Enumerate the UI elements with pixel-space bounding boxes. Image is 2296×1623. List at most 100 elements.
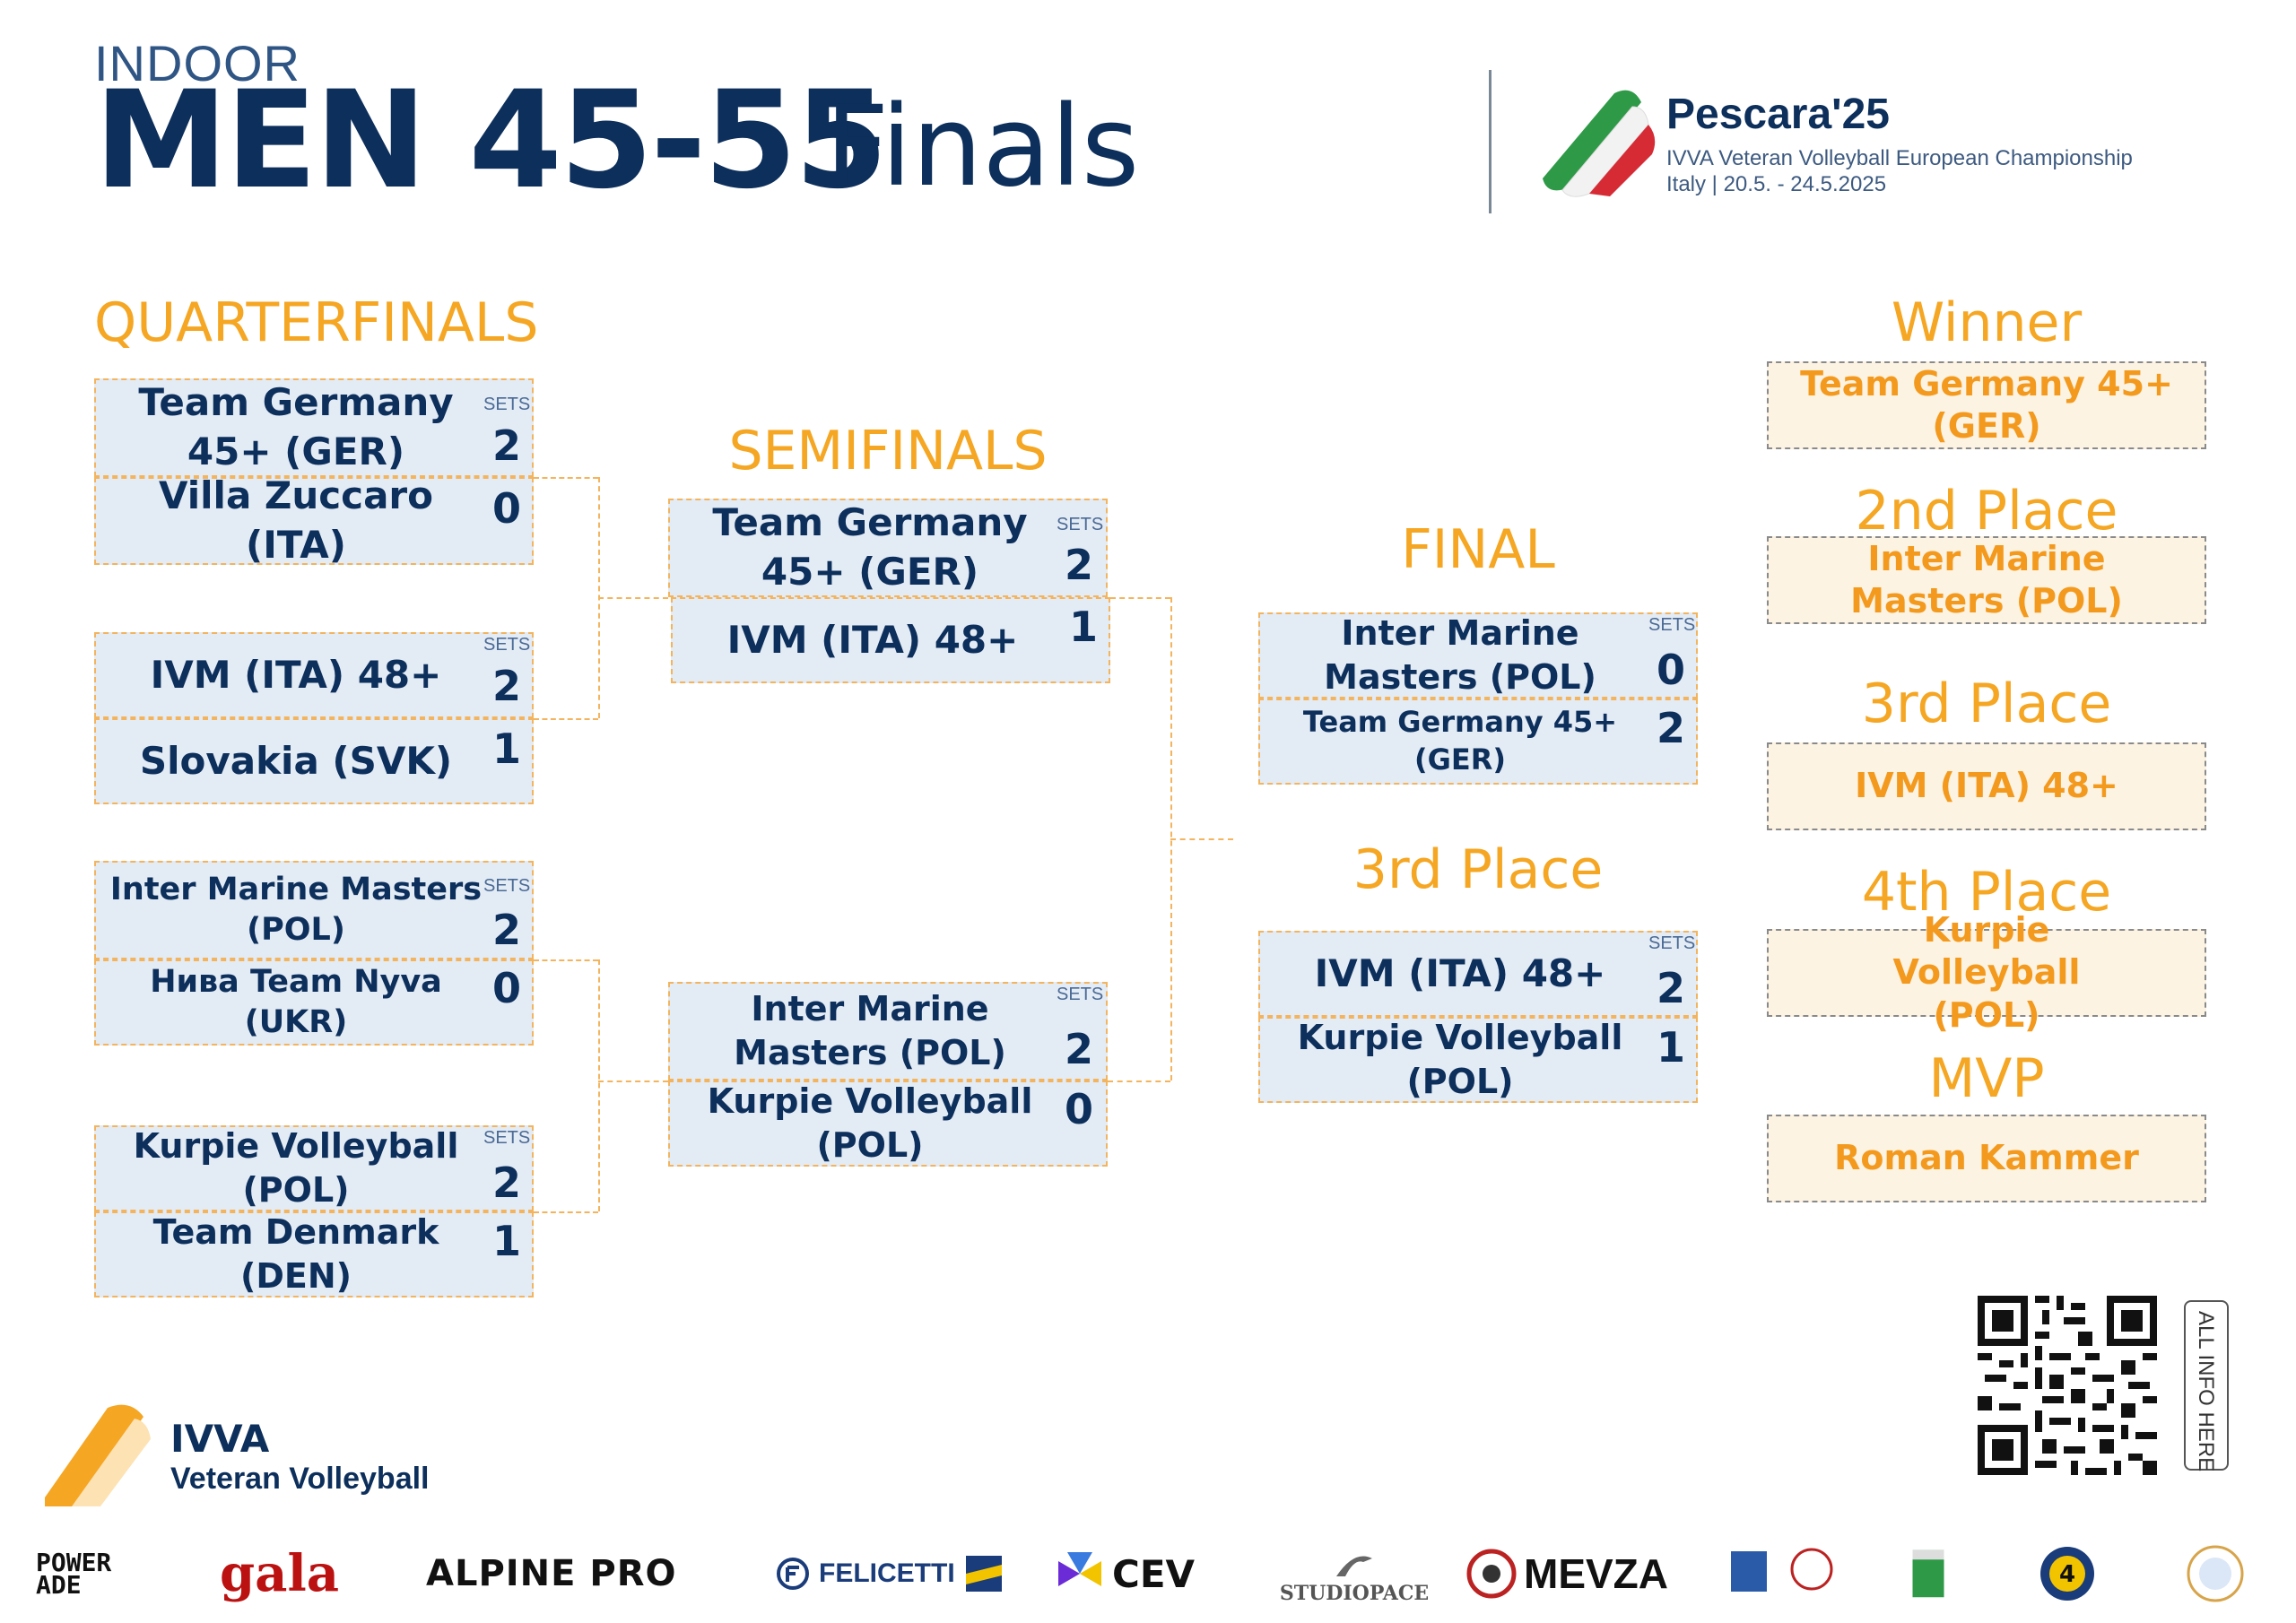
third-score1: 2: [1656, 964, 1685, 1012]
qf3-score2: 0: [491, 964, 521, 1012]
uica-seal-icon: [2187, 1545, 2244, 1602]
event-name: Pescara'25: [1666, 91, 1890, 138]
event-dates: Italy | 20.5. - 24.5.2025: [1666, 172, 1887, 196]
final-team1: Inter Marine Masters (POL): [1258, 612, 1698, 699]
mevza-label: MEVZA: [1524, 1550, 1668, 1597]
winner-box: Team Germany 45+ (GER): [1767, 361, 2206, 449]
mevza-icon: [1466, 1549, 1517, 1599]
qf4-score1: 2: [491, 1159, 521, 1207]
fourth-place-box: Kurpie Volleyball (POL): [1767, 910, 2206, 1035]
sponsor-gala: gala: [220, 1544, 339, 1603]
final-score2: 2: [1656, 704, 1685, 752]
connector: [598, 959, 600, 1211]
connector: [534, 1211, 598, 1213]
third-place-label: 3rd Place: [1861, 673, 2112, 735]
connector: [534, 477, 598, 479]
winner-label: Winner: [1891, 291, 2083, 354]
sf2-team2: Kurpie Volleyball (POL): [668, 1081, 1108, 1167]
felicetti-label: FELICETTI: [819, 1558, 955, 1588]
third-place-box: IVM (ITA) 48+: [1767, 742, 2206, 830]
qf3-team1: Inter Marine Masters (POL): [94, 861, 534, 959]
sponsor-strip: POWER ADE gala ALPINE PRO FELICETTI CEV …: [36, 1542, 2260, 1614]
connector: [534, 959, 598, 961]
sponsor-felicetti: FELICETTI: [776, 1542, 1002, 1605]
sf1-score1: 2: [1064, 541, 1093, 589]
sponsor-cev: CEV: [1058, 1542, 1195, 1605]
qr-code-icon[interactable]: [1978, 1296, 2157, 1475]
club-badge-icon: 4: [2040, 1547, 2094, 1601]
all-info-label: ALL INFO HERE: [2194, 1311, 2218, 1472]
qf2-team2: Slovakia (SVK): [94, 718, 534, 804]
qf1-team2: Villa Zuccaro (ITA): [94, 473, 534, 567]
third-score2: 1: [1656, 1023, 1685, 1072]
sets-label: SETS: [1648, 615, 1696, 635]
cev-label: CEV: [1112, 1551, 1196, 1596]
sf2-score2: 0: [1064, 1085, 1093, 1133]
qf4-team2: Team Denmark (DEN): [94, 1211, 534, 1298]
second-place-label: 2nd Place: [1855, 480, 2118, 542]
qf4-team1: Kurpie Volleyball (POL): [94, 1125, 534, 1211]
sponsor-powerade: POWER ADE: [36, 1547, 112, 1600]
fourth-place-label: 4th Place: [1861, 861, 2112, 924]
ivva-logo-icon: [45, 1404, 152, 1506]
sets-label: SETS: [1057, 515, 1104, 534]
mvp-label: MVP: [1928, 1047, 2045, 1110]
third-place-title: 3rd Place: [1352, 838, 1604, 901]
sets-label: SETS: [483, 635, 531, 655]
sf1-team2: IVM (ITA) 48+: [671, 597, 1110, 683]
qf1-team1: Team Germany 45+ (GER): [94, 378, 534, 477]
sponsor-studiopace: STUDIOPACE: [1279, 1542, 1430, 1605]
cev-icon: [1058, 1552, 1101, 1586]
qf1-score1: 2: [491, 421, 521, 470]
final-team2: Team Germany 45+ (GER): [1258, 699, 1698, 785]
sf2-score1: 2: [1064, 1025, 1093, 1073]
ivva-name: IVVA: [170, 1417, 270, 1461]
qf4-score2: 1: [491, 1217, 521, 1265]
event-description: IVVA Veteran Volleyball European Champio…: [1666, 146, 2133, 170]
connector: [598, 1081, 668, 1082]
pescara-logo-icon: [1543, 90, 1656, 197]
connector: [1108, 1081, 1170, 1082]
third-team2: Kurpie Volleyball (POL): [1258, 1017, 1698, 1103]
qf1-score2: 0: [491, 484, 521, 533]
final-title: FINAL: [1401, 518, 1555, 581]
third-team1: IVM (ITA) 48+: [1258, 931, 1698, 1017]
ivva-tagline: Veteran Volleyball: [170, 1462, 430, 1496]
qf3-score1: 2: [491, 906, 521, 954]
qf2-score2: 1: [491, 725, 521, 773]
municipality-logos-icon: [1731, 1548, 1833, 1592]
qf2-team1: IVM (ITA) 48+: [94, 632, 534, 718]
qf3-team2: Нива Team Nyva (UKR): [94, 959, 534, 1046]
sets-label: SETS: [483, 1128, 531, 1148]
felicetti-icon: [777, 1558, 809, 1590]
page-title: MEN 45-55: [94, 63, 888, 219]
studiopace-label: STUDIOPACE: [1279, 1582, 1430, 1605]
sets-label: SETS: [1648, 933, 1696, 953]
connector: [1170, 838, 1233, 840]
sponsor-mevza: MEVZA: [1466, 1542, 1668, 1605]
sets-label: SETS: [1057, 985, 1104, 1004]
connector: [534, 718, 598, 720]
svg-text:4: 4: [2059, 1561, 2075, 1588]
felicetti-flag-icon: [965, 1556, 1002, 1592]
category-label: INDOOR: [94, 35, 300, 91]
final-score1: 0: [1656, 646, 1685, 694]
studiopace-icon: [1336, 1556, 1372, 1576]
second-place-box: Inter Marine Masters (POL): [1767, 536, 2206, 624]
mvp-box: Roman Kammer: [1767, 1115, 2206, 1202]
qf2-score1: 2: [491, 662, 521, 710]
semifinals-title: SEMIFINALS: [728, 420, 1048, 482]
all-info-tag[interactable]: ALL INFO HERE: [2184, 1300, 2229, 1471]
region-crest-icon: [1912, 1549, 1944, 1598]
sets-label: SETS: [483, 876, 531, 896]
quarterfinals-title: QUARTERFINALS: [94, 291, 539, 354]
sf1-score2: 1: [1068, 603, 1098, 651]
connector: [1110, 597, 1170, 599]
connector: [598, 597, 668, 599]
page-subtitle: Finals: [825, 82, 1140, 212]
sponsor-alpine-pro: ALPINE PRO: [426, 1553, 677, 1594]
header-divider: [1489, 70, 1492, 213]
sf2-team1: Inter Marine Masters (POL): [668, 982, 1108, 1081]
sets-label: SETS: [483, 395, 531, 414]
sf1-team1: Team Germany 45+ (GER): [668, 499, 1108, 597]
